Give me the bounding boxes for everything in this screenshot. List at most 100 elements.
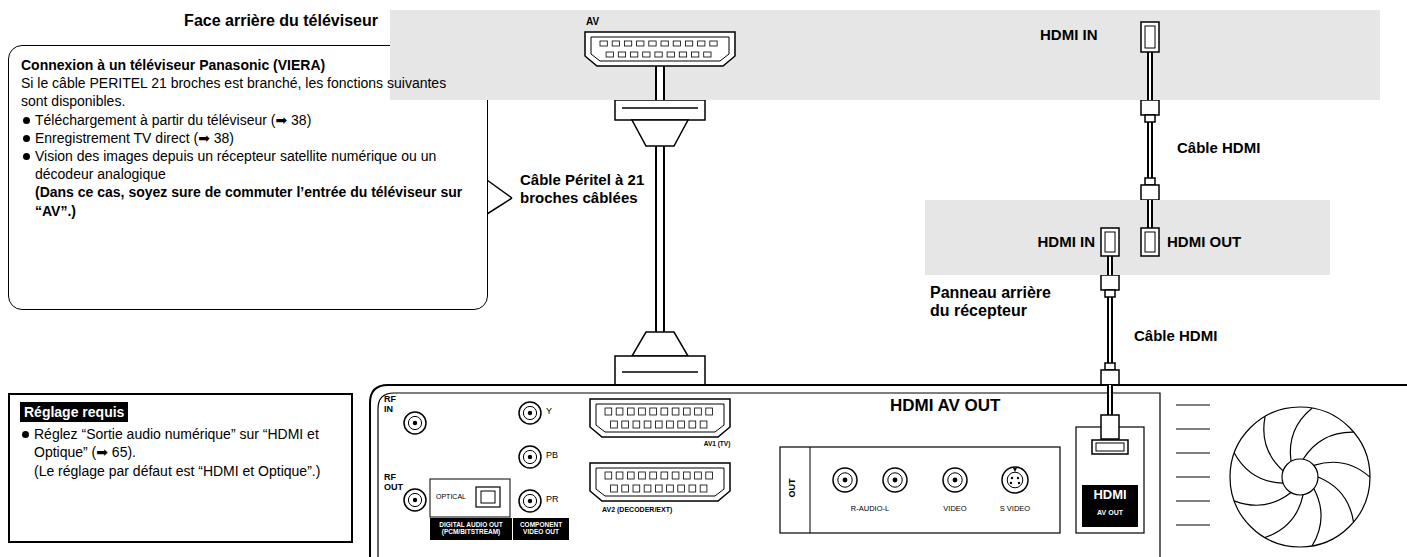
scart-port: [590, 399, 730, 437]
drawing-stroke: [1303, 432, 1354, 459]
bullet-dot: [23, 153, 30, 160]
port-label: Y: [546, 407, 552, 417]
port-label: OPTICAL: [436, 493, 466, 501]
drawing-stroke: [1147, 200, 1153, 228]
settings-box: Réglage requisRéglez “Sortie audio numér…: [8, 393, 353, 543]
drawing-stroke: [661, 408, 668, 415]
drawing-stroke: [673, 41, 680, 46]
drawing-stroke: [1141, 22, 1159, 52]
drawing-stroke: [1013, 468, 1017, 472]
port-label: PB: [546, 451, 558, 461]
drawing-stroke: [1101, 228, 1119, 256]
port-label: HDMI IN: [1038, 234, 1096, 251]
drawing-stroke: [639, 472, 646, 479]
drawing-stroke: [953, 478, 958, 483]
drawing-stroke: [661, 472, 668, 479]
port-label: HDMI IN: [1040, 27, 1098, 44]
drawing-stroke: [1282, 459, 1318, 495]
bullet-item: Enregistrement TV direct (➡ 38): [21, 129, 475, 147]
drawing-stroke: [632, 120, 688, 146]
scart-port: [585, 32, 735, 66]
drawing-stroke: [1176, 500, 1210, 501]
drawing-stroke: [519, 446, 541, 468]
drawing-stroke: [710, 41, 717, 46]
drawing-stroke: [1149, 52, 1151, 100]
drawing-stroke: [615, 100, 705, 120]
drawing-stroke: [1141, 185, 1159, 200]
drawing-stroke: [528, 411, 532, 415]
drawing-stroke: [1141, 228, 1159, 256]
drawing-stroke: [1101, 370, 1119, 385]
drawing-stroke: [672, 472, 679, 479]
drawing-stroke: [404, 412, 426, 434]
drawing-stroke: [1107, 256, 1113, 275]
drawing-stroke: [644, 421, 651, 428]
drawing-stroke: [612, 41, 619, 46]
bullet-dot: [23, 117, 30, 124]
drawing-stroke: [1105, 363, 1115, 370]
drawing-stroke: [689, 485, 696, 492]
drawing-stroke: [404, 489, 426, 511]
port-label: R-AUDIO-L: [830, 505, 910, 513]
settings-tag: Réglage requis: [20, 402, 128, 422]
drawing-stroke: [943, 468, 967, 492]
drawing-stroke: [683, 408, 690, 415]
drawing-stroke: [1109, 256, 1111, 275]
rca-jack: [519, 490, 541, 512]
hdmi-logo: HDMI: [1082, 488, 1138, 502]
drawing-stroke: [523, 494, 536, 507]
callout-box: Connexion à un téléviseur Panasonic (VIE…: [8, 45, 488, 310]
bullet-item: Réglez “Sortie audio numérique” sur “HDM…: [20, 425, 341, 461]
port-label: S VIDEO: [985, 505, 1045, 513]
drawing-stroke: [1076, 427, 1144, 533]
drawing-stroke: [519, 490, 541, 512]
scart-port: [590, 463, 730, 501]
drawing-stroke: [1141, 100, 1159, 115]
drawing-stroke: [883, 468, 907, 492]
rca-jack: [883, 468, 907, 492]
port-label: AV: [586, 16, 599, 27]
port-heading: HDMI AV OUT: [890, 397, 1001, 416]
drawing-stroke: [632, 332, 688, 356]
port-label: PR: [546, 495, 559, 505]
rca-jack: [519, 446, 541, 468]
drawing-stroke: [1007, 472, 1023, 488]
cooling-fan: [1176, 405, 1370, 547]
port-group-label: OUT: [788, 478, 798, 497]
drawing-stroke: [1176, 524, 1210, 525]
port-label: AV1 (TV): [698, 440, 736, 447]
cable-label: Câble HDMI: [1175, 138, 1262, 158]
rca-jack: [519, 402, 541, 424]
drawing-stroke: [843, 478, 848, 483]
drawing-stroke: [627, 472, 634, 479]
drawing-stroke: [672, 408, 679, 415]
drawing-stroke: [1011, 477, 1013, 479]
callout-pointer: [487, 180, 512, 214]
drawing-stroke: [888, 473, 902, 487]
drawing-stroke: [655, 52, 662, 57]
drawing-stroke: [1002, 467, 1028, 493]
drawing-stroke: [1290, 408, 1312, 461]
drawing-stroke: [605, 408, 612, 415]
rca-jack: [404, 489, 426, 511]
drawing-stroke: [1082, 485, 1138, 527]
drawing-stroke: [644, 485, 651, 492]
drawing-stroke: [678, 485, 685, 492]
drawing-stroke: [643, 52, 650, 57]
callout-note: (Dans ce cas, soyez sure de commuter l’e…: [21, 183, 475, 219]
receiver-rear-drawing: [925, 200, 1330, 275]
drawing-stroke: [523, 450, 536, 463]
drawing-stroke: [678, 421, 685, 428]
drawing-stroke: [655, 421, 662, 428]
drawing-stroke: [408, 493, 421, 506]
drawing-stroke: [605, 472, 612, 479]
panel-heading: Face arrière du téléviseur: [184, 12, 378, 30]
drawing-stroke: [590, 399, 730, 437]
drawing-stroke: [413, 421, 417, 425]
drawing-stroke: [528, 499, 532, 503]
hdmi-logo: AV OUT: [1082, 509, 1138, 517]
drawing-stroke: [679, 52, 686, 57]
drawing-stroke: [810, 447, 811, 533]
drawing-stroke: [618, 52, 625, 57]
